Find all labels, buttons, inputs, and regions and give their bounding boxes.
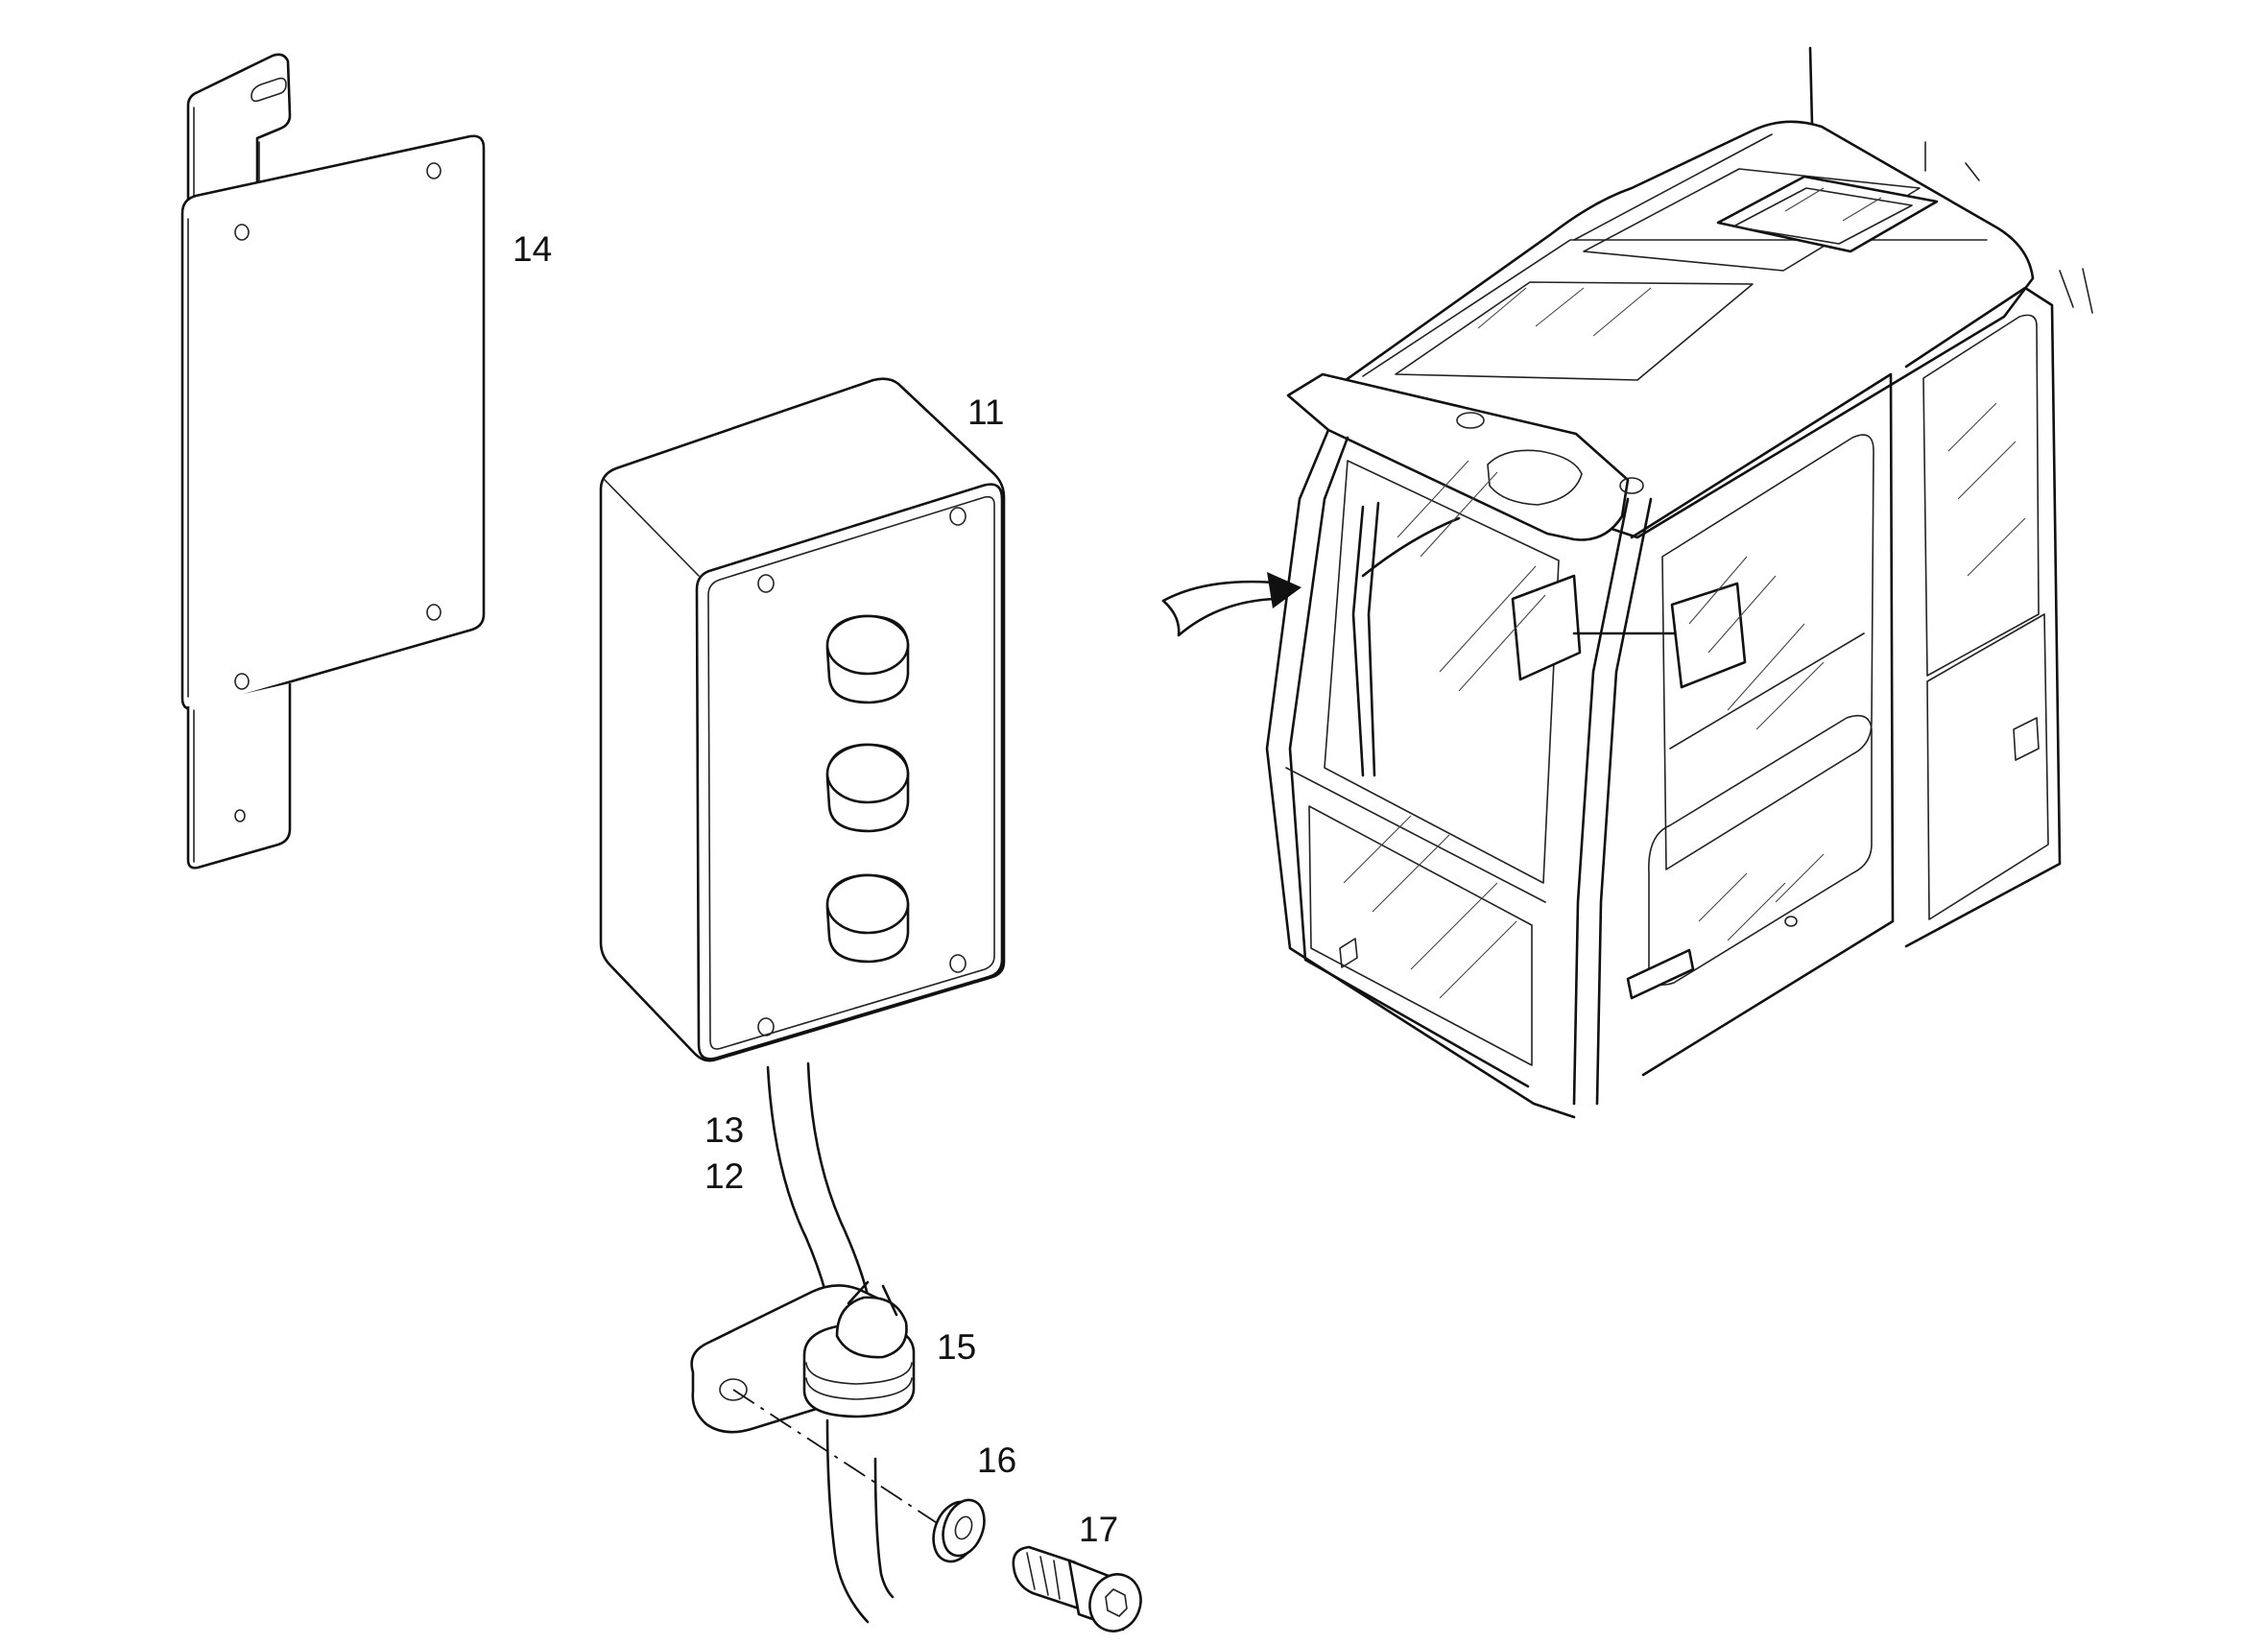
push-button-top [825, 614, 910, 704]
callout-washer: 16 [977, 1441, 1016, 1480]
callout-bracket: 14 [513, 229, 552, 269]
callout-switch-box: 11 [967, 393, 1004, 432]
callout-cable-b: 12 [704, 1156, 744, 1196]
mounting-bracket [180, 53, 486, 870]
washer [932, 1498, 986, 1563]
cable-clamp [690, 1280, 916, 1434]
push-button-bottom [825, 873, 910, 964]
location-arrow [1161, 572, 1301, 637]
callout-clamp: 15 [937, 1327, 976, 1367]
glass-reflection-hatching [1343, 187, 2026, 999]
push-button-middle [825, 743, 910, 833]
operator-cab [1265, 46, 2093, 1119]
cap-screw [1012, 1545, 1142, 1632]
callout-cable-a: 13 [704, 1110, 744, 1150]
callout-screw: 17 [1079, 1510, 1118, 1549]
push-button-box [599, 377, 1006, 1062]
